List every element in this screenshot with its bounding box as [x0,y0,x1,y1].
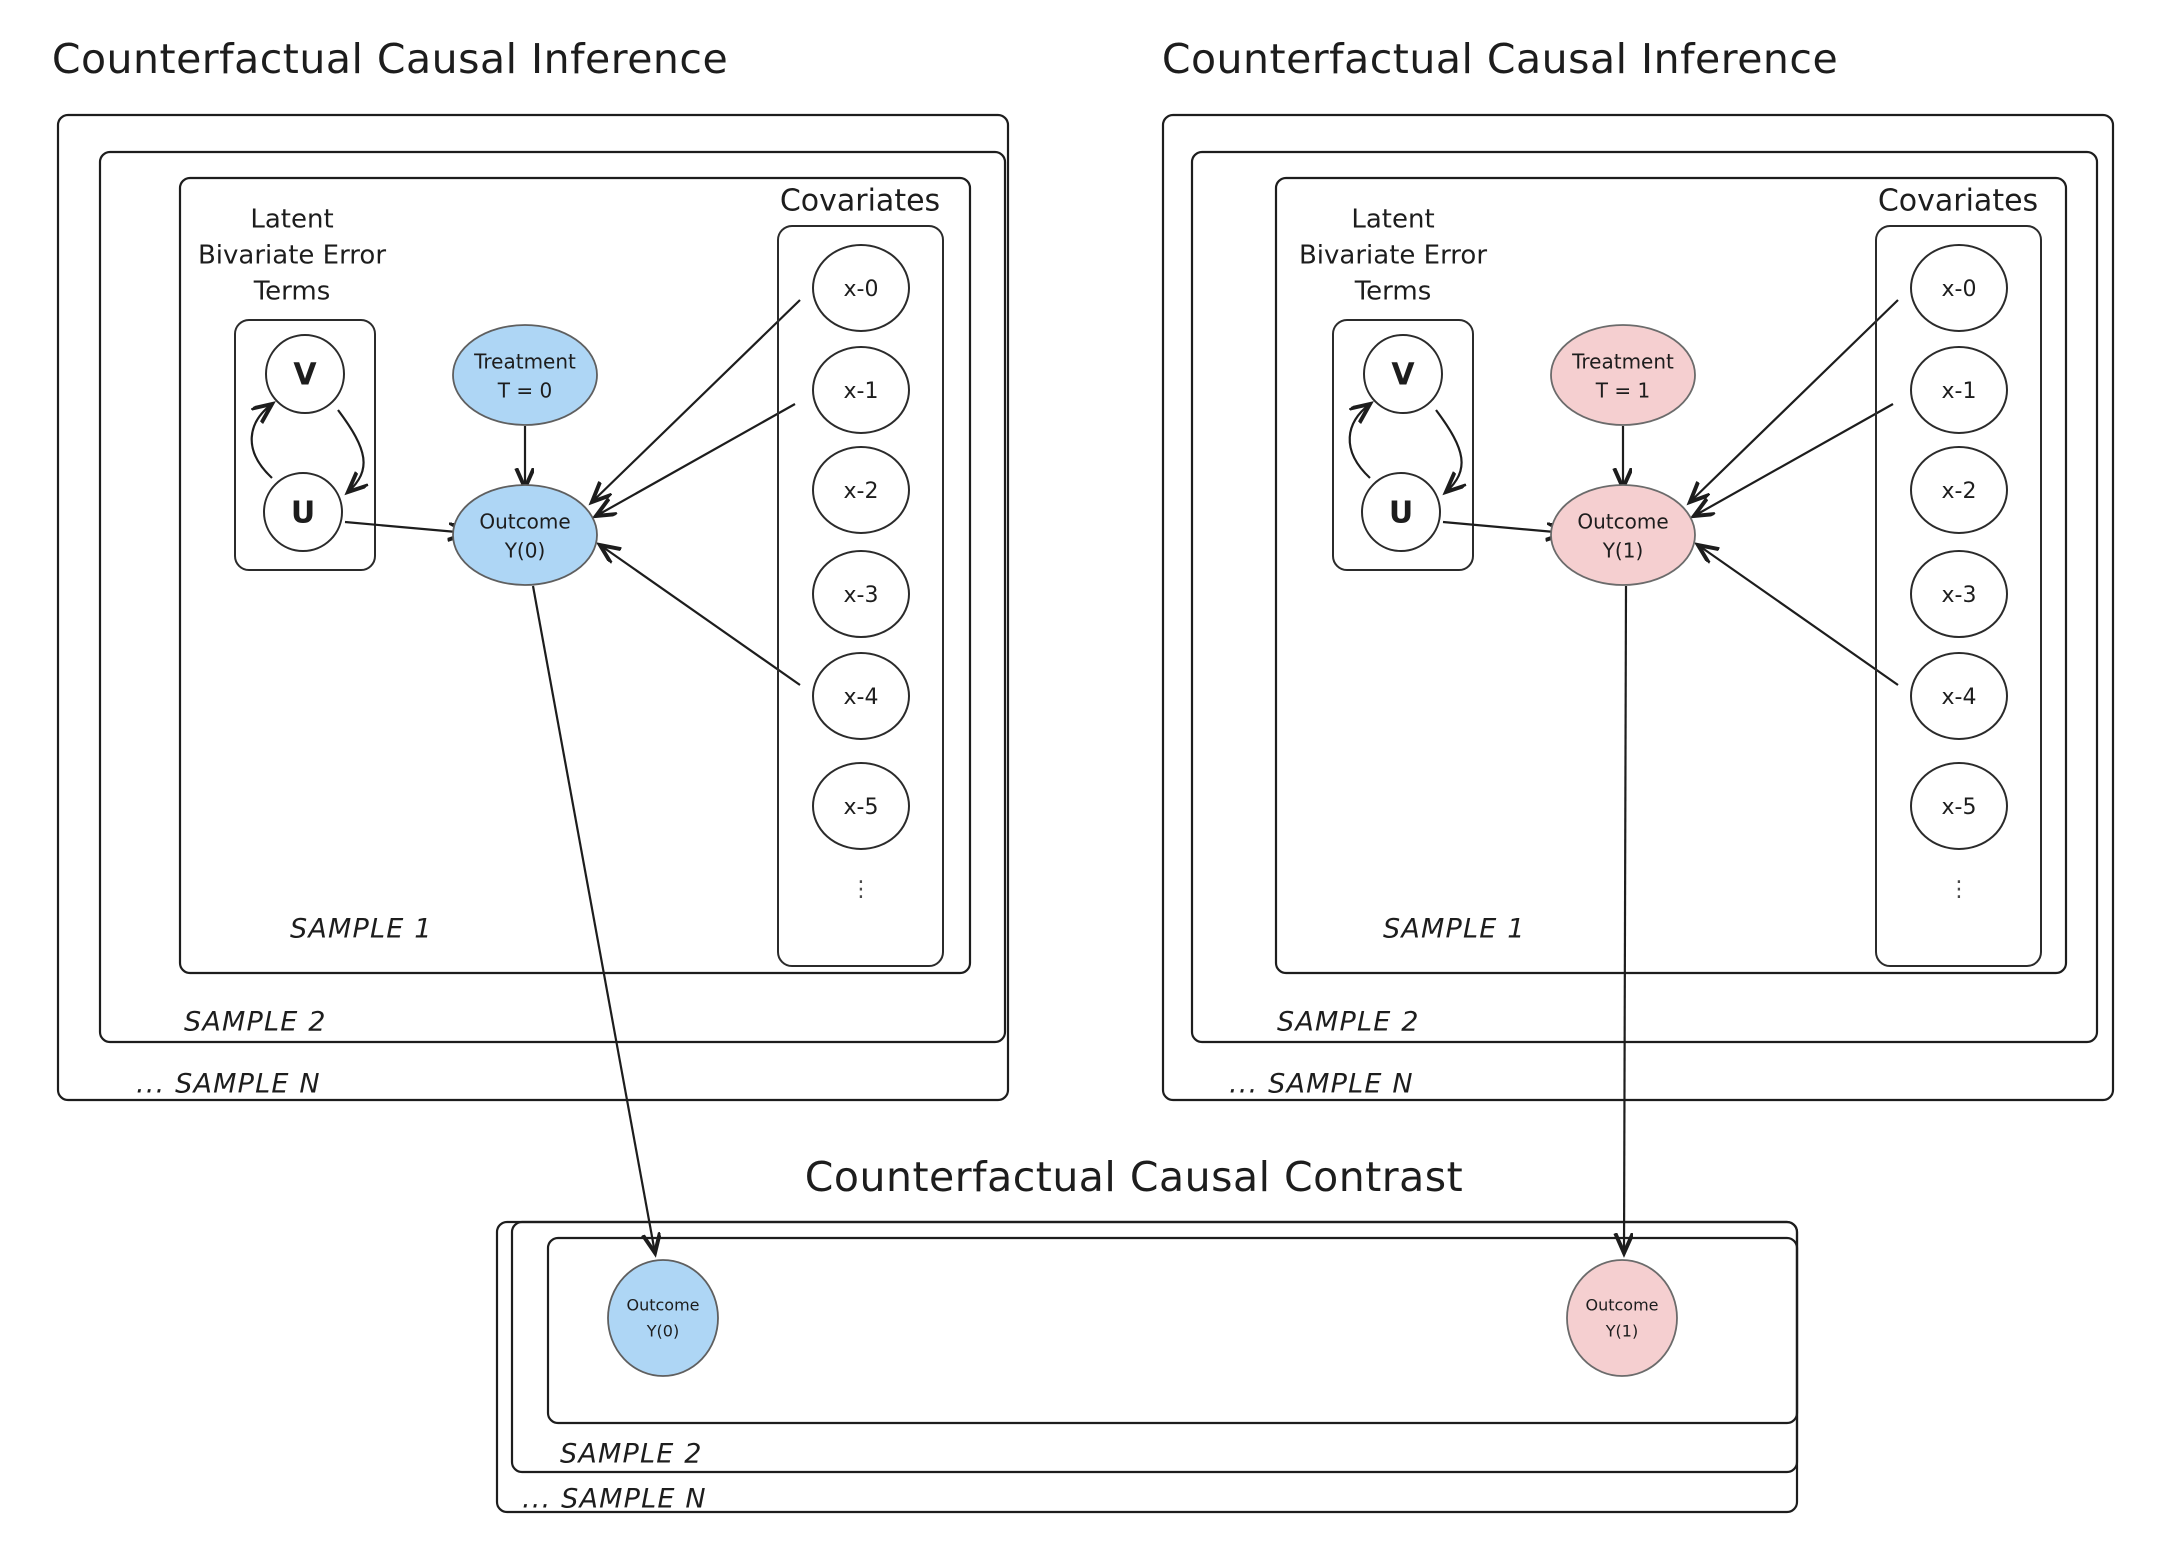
left-covariate-x-3-label: x-3 [844,583,879,608]
right-covariate-x-1-label: x-1 [1942,379,1977,404]
bottom-outcome-treated-line2: Y(1) [1605,1322,1638,1341]
left-node-v-label: V [293,358,317,393]
right-covariate-x-2[interactable] [1910,446,2008,534]
right-edge-x0-to-outcome [1690,299,1899,502]
right-outcome-line1: Outcome [1577,510,1668,534]
bottom-panel-title: Counterfactual Causal Contrast [805,1153,1463,1201]
right-latent-label-line3: Terms [1354,277,1432,307]
right-treatment-line1: Treatment [1571,350,1674,374]
left-latent-label-line3: Terms [253,277,331,307]
left-treatment-line2: T = 0 [497,379,552,403]
left-sample-2-frame [98,150,1007,1044]
right-latent-box [1332,319,1474,571]
left-latent-label-line2: Bivariate Error [198,241,386,271]
left-covariates-label: Covariates [780,184,940,219]
right-latent-label-line1: Latent [1351,205,1434,235]
right-covariates-box [1875,225,2042,967]
left-node-u-label: U [291,496,315,531]
left-latent-box [234,319,376,571]
right-node-u[interactable] [1361,472,1441,552]
left-outcome-node[interactable] [452,484,598,586]
left-covariates-box [777,225,944,967]
left-edge-x0-to-outcome [592,299,801,502]
left-edge-x1-to-outcome [596,403,796,516]
bottom-sample-2-label: SAMPLE 2 [560,1439,703,1470]
right-edge-outcome-to-contrast [1624,585,1626,1253]
right-covariate-x-4[interactable] [1910,652,2008,740]
bottom-outcome-control-node[interactable] [607,1259,719,1377]
right-edge-u-to-outcome [1442,520,1566,533]
right-edge-x1-to-outcome [1694,403,1894,516]
right-outcome-node[interactable] [1550,484,1696,586]
left-sample-n-frame [56,113,1010,1102]
right-covariate-x-3[interactable] [1910,550,2008,638]
bottom-sample-1-frame [546,1236,1799,1425]
right-sample-n-frame [1161,113,2115,1102]
right-covariates-label: Covariates [1878,184,2038,219]
left-covariate-x-5-label: x-5 [844,795,879,820]
right-edge-u-to-v [1348,404,1370,479]
right-sample-1-frame [1274,176,2068,975]
right-outcome-line2: Y(1) [1602,539,1644,563]
right-covariate-x-5-label: x-5 [1942,795,1977,820]
bottom-outcome-treated-node[interactable] [1566,1259,1678,1377]
left-node-v[interactable] [265,334,345,414]
right-sample-1-label: SAMPLE 1 [1383,914,1526,945]
bottom-outcome-control-line2: Y(0) [646,1322,679,1341]
left-covariate-x-1[interactable] [812,346,910,434]
right-covariate-x-4-label: x-4 [1942,685,1977,710]
right-covariate-x-3-label: x-3 [1942,583,1977,608]
left-edge-v-to-u [337,409,364,492]
bottom-outcome-treated-line1: Outcome [1585,1296,1658,1315]
left-panel-title: Counterfactual Causal Inference [52,35,728,83]
left-edge-u-to-outcome [344,520,468,533]
left-treatment-line1: Treatment [473,350,576,374]
left-edge-x4-to-outcome [600,545,801,686]
left-covariate-x-1-label: x-1 [844,379,879,404]
left-edge-outcome-to-contrast [531,585,655,1253]
right-covariate-x-5[interactable] [1910,762,2008,850]
left-covariate-x-0[interactable] [812,244,910,332]
left-outcome-line2: Y(0) [504,539,546,563]
left-covariate-x-2[interactable] [812,446,910,534]
right-sample-2-frame [1190,150,2099,1044]
right-covariates-ellipsis: ⋮ [1948,877,1970,902]
right-covariate-x-2-label: x-2 [1942,479,1977,504]
left-treatment-node[interactable] [452,324,598,426]
right-covariate-x-0[interactable] [1910,244,2008,332]
left-covariate-x-4-label: x-4 [844,685,879,710]
left-edge-u-to-v [250,404,272,479]
left-outcome-line1: Outcome [479,510,570,534]
left-covariate-x-0-label: x-0 [844,277,879,302]
right-sample-2-label: SAMPLE 2 [1277,1007,1420,1038]
left-covariate-x-3[interactable] [812,550,910,638]
right-node-v[interactable] [1363,334,1443,414]
left-latent-label-line1: Latent [250,205,333,235]
right-node-v-label: V [1391,358,1415,393]
left-covariate-x-5[interactable] [812,762,910,850]
left-node-u[interactable] [263,472,343,552]
left-covariate-x-4[interactable] [812,652,910,740]
right-sample-n-label: ... SAMPLE N [1229,1069,1414,1100]
right-panel-title: Counterfactual Causal Inference [1162,35,1838,83]
left-sample-2-label: SAMPLE 2 [184,1007,327,1038]
left-sample-1-frame [178,176,972,975]
right-covariate-x-1[interactable] [1910,346,2008,434]
right-treatment-line2: T = 1 [1595,379,1650,403]
left-covariates-ellipsis: ⋮ [850,877,872,902]
right-covariate-x-0-label: x-0 [1942,277,1977,302]
left-sample-1-label: SAMPLE 1 [290,914,433,945]
right-edge-v-to-u [1435,409,1462,492]
left-covariate-x-2-label: x-2 [844,479,879,504]
right-latent-label-line2: Bivariate Error [1299,241,1487,271]
bottom-outcome-control-line1: Outcome [626,1296,699,1315]
right-treatment-node[interactable] [1550,324,1696,426]
left-sample-n-label: ... SAMPLE N [136,1069,321,1100]
right-node-u-label: U [1389,496,1413,531]
bottom-sample-n-label: ... SAMPLE N [522,1484,707,1515]
right-edge-x4-to-outcome [1698,545,1899,686]
